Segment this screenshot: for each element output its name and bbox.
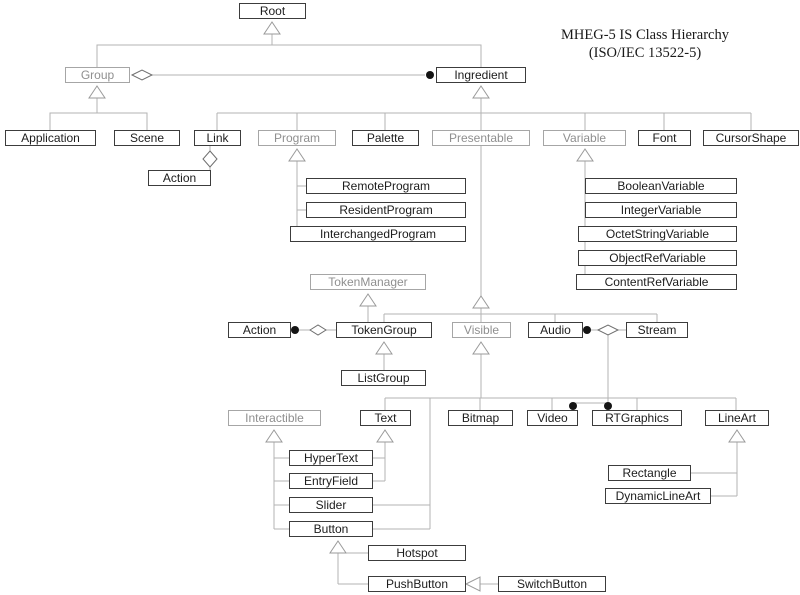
- edge-visible-children: [373, 354, 737, 530]
- generalization-triangle-variable: [576, 148, 594, 162]
- edge-lineart-children: [691, 442, 738, 497]
- generalization-triangle-root: [263, 21, 281, 35]
- class-box-group: Group: [65, 67, 130, 83]
- composition-dot-action: [291, 326, 299, 334]
- edge-interactible-children: [273, 442, 289, 530]
- diagram-title-line1: MHEG-5 IS Class Hierarchy: [561, 27, 729, 43]
- class-box-font: Font: [638, 130, 691, 146]
- class-box-booleanvariable: BooleanVariable: [585, 178, 737, 194]
- edge-stream-parts: [572, 329, 626, 404]
- generalization-triangle-lineart: [728, 429, 746, 443]
- composition-dot-video: [569, 402, 577, 410]
- class-box-application: Application: [5, 130, 96, 146]
- class-box-action-link: Action: [148, 170, 211, 186]
- generalization-triangle-tokenmanager: [359, 293, 377, 307]
- class-box-octetstringvariable: OctetStringVariable: [578, 226, 737, 242]
- diagram-title-line2: (ISO/IEC 13522-5): [588, 45, 702, 61]
- edge-ingredient-children: [216, 98, 752, 130]
- edge-group-children: [49, 98, 148, 130]
- class-box-cursorshape: CursorShape: [703, 130, 799, 146]
- diagram-title: MHEG-5 IS Class Hierarchy (ISO/IEC 13522…: [505, 26, 785, 62]
- class-box-contentrefvariable: ContentRefVariable: [576, 274, 737, 290]
- class-box-remoteprogram: RemoteProgram: [306, 178, 466, 194]
- class-box-slider: Slider: [289, 497, 373, 513]
- composition-dot-audio: [583, 326, 591, 334]
- class-box-pushbutton: PushButton: [368, 576, 466, 592]
- class-box-button: Button: [289, 521, 373, 537]
- aggregation-diamond-tokengroup: [309, 324, 327, 336]
- class-box-dynamiclineart: DynamicLineArt: [605, 488, 711, 504]
- class-box-bitmap: Bitmap: [448, 410, 513, 426]
- generalization-triangle-visible: [472, 341, 490, 355]
- aggregation-diamond-link: [202, 150, 218, 168]
- class-box-switchbutton: SwitchButton: [498, 576, 606, 592]
- composition-dot-rtgraphics: [604, 402, 612, 410]
- aggregation-diamond-group: [130, 69, 154, 81]
- class-box-interchangedprogram: InterchangedProgram: [290, 226, 466, 242]
- generalization-triangle-presentable: [472, 295, 490, 309]
- class-box-program: Program: [258, 130, 336, 146]
- class-box-entryfield: EntryField: [289, 473, 373, 489]
- class-box-rectangle: Rectangle: [608, 465, 691, 481]
- class-box-rtgraphics: RTGraphics: [592, 410, 682, 426]
- class-box-scene: Scene: [114, 130, 180, 146]
- generalization-triangle-button: [329, 540, 347, 554]
- edge-button-children: [337, 552, 368, 585]
- class-box-visible: Visible: [452, 322, 511, 338]
- edge-presentable-children: [383, 146, 658, 322]
- class-box-residentprogram: ResidentProgram: [306, 202, 466, 218]
- class-box-hypertext: HyperText: [289, 450, 373, 466]
- class-box-root: Root: [239, 3, 306, 19]
- class-box-text: Text: [360, 410, 411, 426]
- aggregation-diamond-stream: [596, 324, 620, 336]
- class-box-stream: Stream: [626, 322, 688, 338]
- class-box-variable: Variable: [543, 130, 626, 146]
- class-box-tokengroup: TokenGroup: [336, 322, 432, 338]
- class-box-objectrefvariable: ObjectRefVariable: [578, 250, 737, 266]
- class-box-tokenmanager: TokenManager: [310, 274, 426, 290]
- generalization-triangle-group: [88, 85, 106, 99]
- generalization-triangle-ingredient: [472, 85, 490, 99]
- class-box-listgroup: ListGroup: [341, 370, 426, 386]
- class-box-audio: Audio: [528, 322, 583, 338]
- class-box-link: Link: [194, 130, 241, 146]
- class-box-hotspot: Hotspot: [368, 545, 466, 561]
- edge-program-children: [296, 161, 306, 232]
- generalization-triangle-pushbutton: [464, 576, 481, 592]
- generalization-triangle-program: [288, 148, 306, 162]
- edge-root-children: [96, 34, 482, 67]
- class-box-interactible: Interactible: [228, 410, 321, 426]
- class-box-palette: Palette: [352, 130, 419, 146]
- composition-dot-ingredient: [426, 71, 434, 79]
- generalization-triangle-interactible: [265, 429, 283, 443]
- generalization-triangle-tokengroup: [375, 341, 393, 355]
- class-box-integervariable: IntegerVariable: [585, 202, 737, 218]
- class-box-presentable: Presentable: [432, 130, 530, 146]
- edge-text-children: [373, 442, 386, 482]
- class-box-ingredient: Ingredient: [436, 67, 526, 83]
- generalization-triangle-text: [376, 429, 394, 443]
- class-box-video: Video: [527, 410, 578, 426]
- class-box-lineart: LineArt: [705, 410, 769, 426]
- class-box-action-tokengroup: Action: [228, 322, 291, 338]
